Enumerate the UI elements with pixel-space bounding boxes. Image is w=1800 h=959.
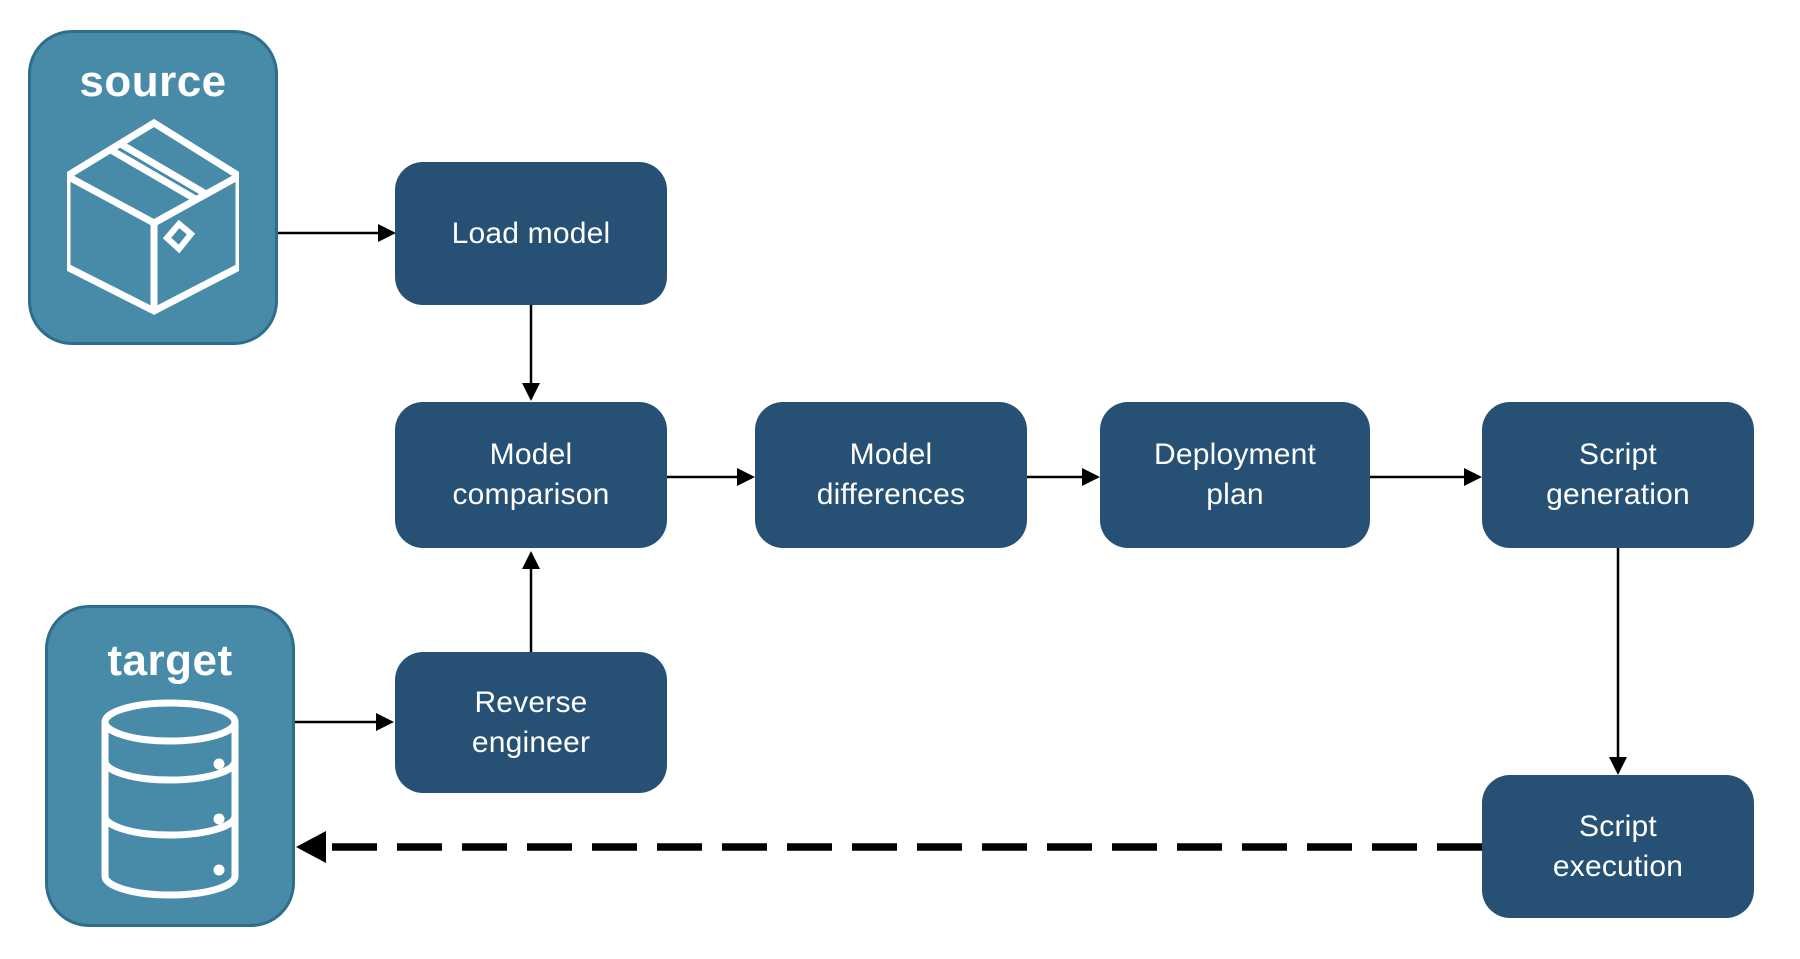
node-script-generation-label: Script generation (1546, 438, 1690, 511)
node-model-comparison: Model comparison (395, 402, 667, 548)
package-icon (67, 119, 239, 315)
edge-model-differences-to-deployment-plan (1027, 468, 1100, 486)
edge-load-model-to-model-comparison (522, 305, 540, 401)
node-deployment-plan-label: Deployment plan (1153, 438, 1317, 511)
source-title: source (79, 57, 227, 106)
node-model-differences: Model differences (755, 402, 1027, 548)
node-reverse-engineer: Reverse engineer (395, 652, 667, 793)
database-icon (101, 699, 239, 899)
node-deployment-plan: Deployment plan (1100, 402, 1370, 548)
node-script-execution-label: Script execution (1552, 809, 1684, 883)
node-script-generation: Script generation (1482, 402, 1754, 548)
edge-deployment-plan-to-script-generation (1370, 468, 1482, 486)
node-model-differences-label: Model differences (816, 438, 966, 511)
node-load-model: Load model (395, 162, 667, 305)
node-script-execution: Script execution (1482, 775, 1754, 918)
database-dots (213, 758, 225, 876)
endpoint-source: source (28, 30, 278, 345)
node-model-comparison-label: Model comparison (452, 438, 610, 511)
edge-reverse-engineer-to-model-comparison (522, 551, 540, 652)
edge-target-to-reverse-engineer (295, 713, 394, 731)
edge-script-execution-to-target (296, 831, 1482, 863)
edge-source-to-load-model (278, 224, 396, 242)
edge-model-comparison-to-model-differences (667, 468, 755, 486)
node-reverse-engineer-label: Reverse engineer (471, 685, 591, 759)
target-title: target (107, 636, 233, 685)
endpoint-target: target (45, 605, 295, 927)
edge-script-generation-to-script-execution (1609, 548, 1627, 775)
node-load-model-label: Load model (451, 216, 611, 250)
